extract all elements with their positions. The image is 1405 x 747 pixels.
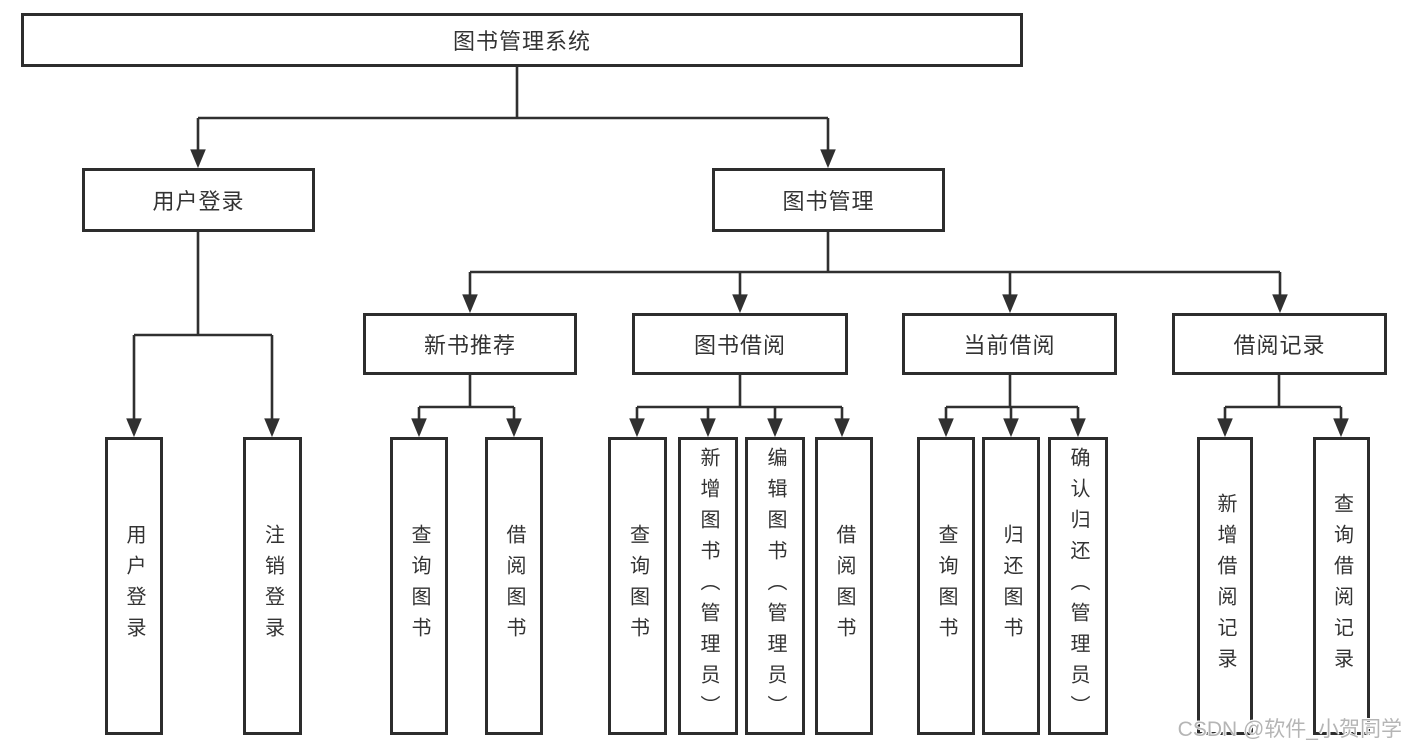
leaf-recommend-query-books: 查询图书 — [390, 437, 448, 735]
leaf-logout: 注销登录 — [243, 437, 302, 735]
leaf-borrowing-add-books-admin: 新增图书（管理员） — [678, 437, 738, 735]
csdn-watermark: CSDN @软件_小贺同学 — [1177, 718, 1402, 741]
leaf-current-query-books: 查询图书 — [917, 437, 975, 735]
leaf-borrowing-borrow-books: 借阅图书 — [815, 437, 873, 735]
node-library-management-system: 图书管理系统 — [21, 13, 1023, 67]
leaf-user-login: 用户登录 — [105, 437, 163, 735]
leaf-recommend-borrow-books: 借阅图书 — [485, 437, 543, 735]
node-book-management: 图书管理 — [712, 168, 945, 232]
leaf-borrowing-edit-books-admin: 编辑图书（管理员） — [745, 437, 805, 735]
leaf-records-query-borrow-record: 查询借阅记录 — [1313, 437, 1370, 735]
node-borrowing-records: 借阅记录 — [1172, 313, 1387, 375]
node-current-borrowing: 当前借阅 — [902, 313, 1117, 375]
node-user-login: 用户登录 — [82, 168, 315, 232]
node-book-borrowing: 图书借阅 — [632, 313, 848, 375]
leaf-records-add-borrow-record: 新增借阅记录 — [1197, 437, 1253, 735]
node-new-book-recommendation: 新书推荐 — [363, 313, 577, 375]
leaf-current-return-books: 归还图书 — [982, 437, 1040, 735]
leaf-current-confirm-return-admin: 确认归还（管理员） — [1048, 437, 1108, 735]
leaf-borrowing-query-books: 查询图书 — [608, 437, 667, 735]
